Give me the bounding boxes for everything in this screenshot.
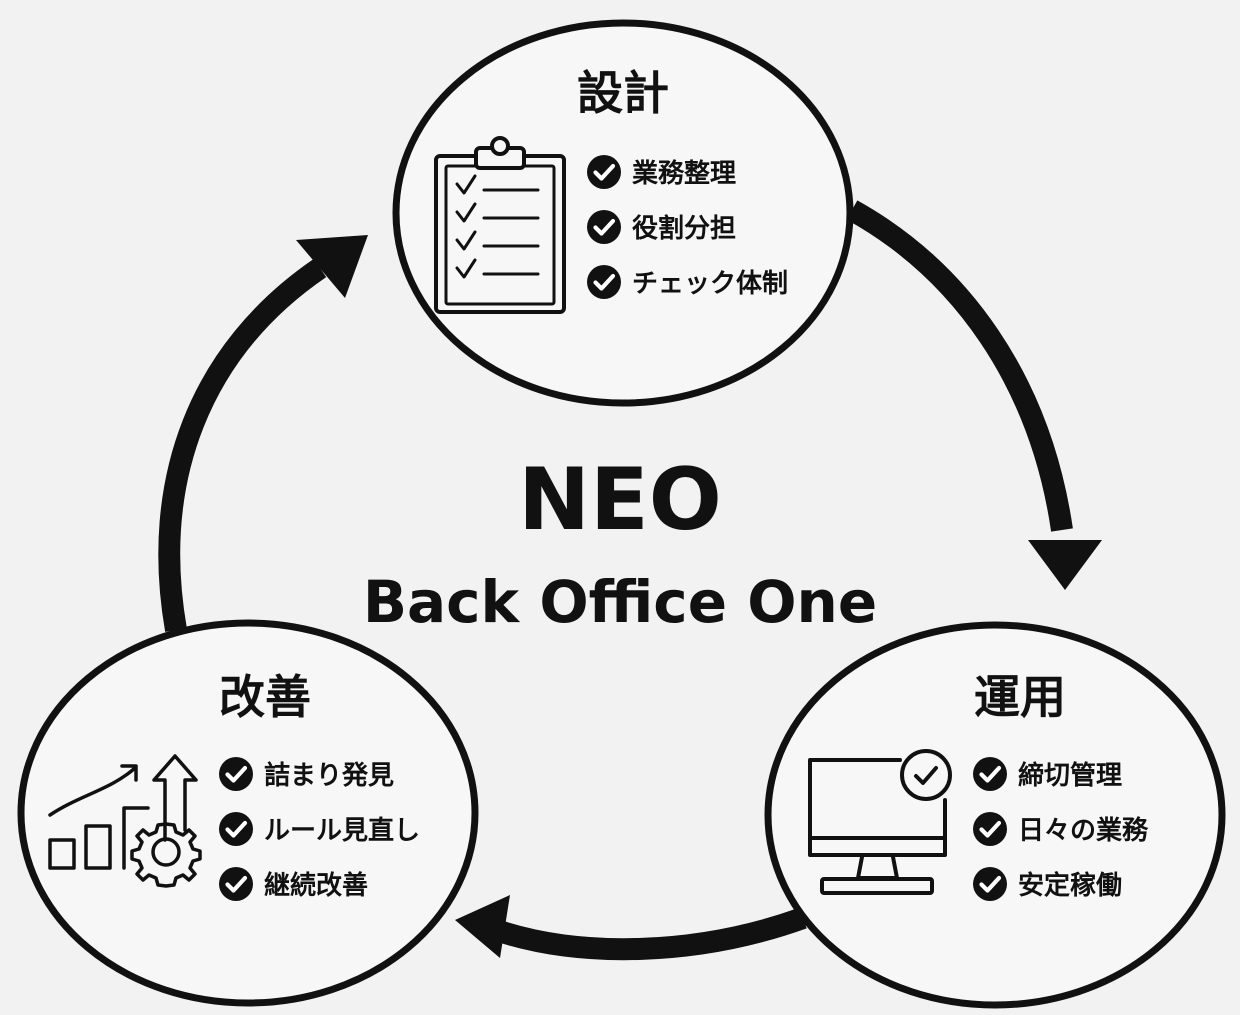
operation-item-label: 日々の業務 — [1018, 816, 1149, 846]
arrow-design-to-operation — [846, 200, 1102, 590]
list-item: 詰まり発見 — [218, 746, 420, 801]
check-circle-icon — [972, 756, 1008, 792]
list-item: 業務整理 — [586, 144, 788, 199]
improvement-circle — [17, 619, 479, 1007]
operation-title: 運用 — [974, 670, 1066, 724]
design-checklist: 業務整理 役割分担 チェック体制 — [586, 144, 788, 309]
check-circle-icon — [586, 154, 622, 190]
arrow-operation-to-improvement — [455, 895, 807, 961]
operation-item-label: 安定稼働 — [1018, 871, 1123, 901]
check-circle-icon — [972, 811, 1008, 847]
design-item-label: チェック体制 — [632, 269, 789, 299]
improvement-title: 改善 — [219, 670, 311, 724]
check-circle-icon — [218, 811, 254, 847]
operation-checklist: 締切管理 日々の業務 安定稼働 — [972, 746, 1148, 911]
arrow-improvement-to-design — [158, 235, 368, 632]
design-item-label: 業務整理 — [632, 159, 737, 189]
improvement-item-label: 詰まり発見 — [264, 761, 395, 791]
check-circle-icon — [586, 264, 622, 300]
center-title: NEO — [518, 450, 722, 550]
operation-item-label: 締切管理 — [1018, 761, 1123, 791]
design-title: 設計 — [577, 66, 669, 120]
list-item: ルール見直し — [218, 801, 420, 856]
improvement-item-label: ルール見直し — [264, 816, 421, 846]
monitor-check-icon — [808, 749, 952, 895]
list-item: 継続改善 — [218, 856, 420, 911]
list-item: 役割分担 — [586, 199, 788, 254]
check-circle-icon — [972, 866, 1008, 902]
growth-chart-gear-icon — [48, 754, 202, 888]
list-item: 日々の業務 — [972, 801, 1148, 856]
list-item: チェック体制 — [586, 254, 788, 309]
check-circle-icon — [218, 866, 254, 902]
clipboard-checklist-icon — [434, 136, 566, 314]
list-item: 締切管理 — [972, 746, 1148, 801]
check-circle-icon — [218, 756, 254, 792]
check-circle-icon — [586, 209, 622, 245]
improvement-item-label: 継続改善 — [264, 871, 369, 901]
improvement-checklist: 詰まり発見 ルール見直し 継続改善 — [218, 746, 420, 911]
design-item-label: 役割分担 — [632, 214, 737, 244]
list-item: 安定稼働 — [972, 856, 1148, 911]
center-subtitle: Back Office One — [362, 568, 878, 636]
design-circle — [392, 19, 854, 407]
